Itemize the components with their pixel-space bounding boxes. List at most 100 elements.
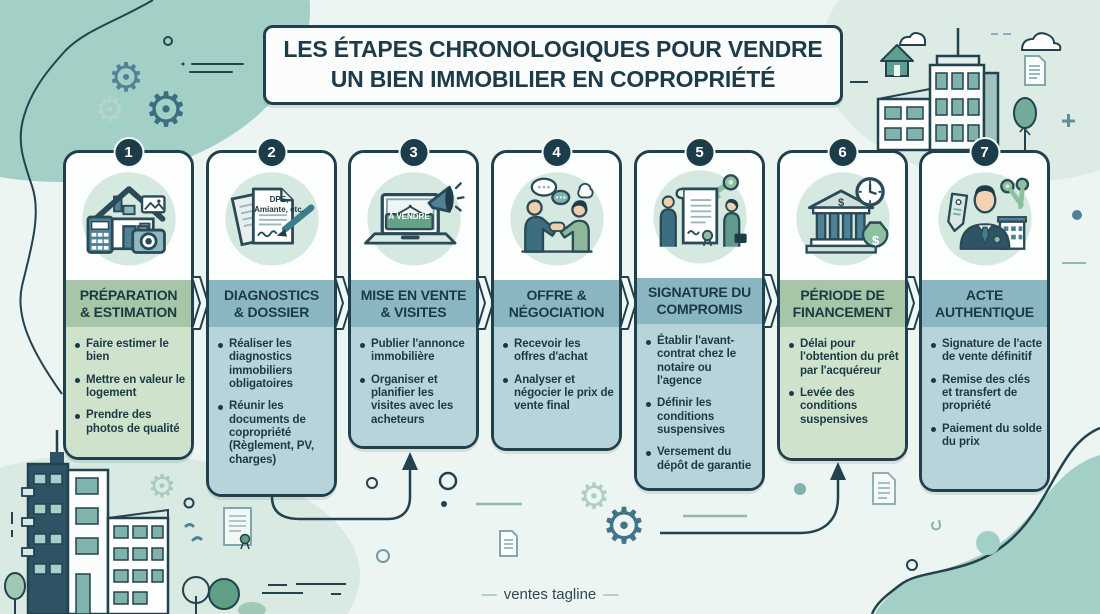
cloud-icon (898, 32, 927, 46)
step-bullets: Recevoir les offres d'achat Analyser et … (494, 327, 619, 448)
chevron-right-icon (191, 276, 209, 330)
small-ring (183, 497, 195, 509)
gears-icon: ⚙ ⚙ (578, 477, 647, 556)
step-number-badge: 1 (113, 137, 144, 168)
bullet-item: Signature de l'acte de vente définitif (931, 338, 1042, 365)
bullet-item: Paiement du solde du prix (931, 423, 1042, 450)
cloud-icon (1020, 32, 1062, 51)
step-icon-area (494, 153, 619, 280)
tagline: — ventes tagline — (0, 586, 1100, 603)
step-icon-area: À VENDRE (351, 153, 476, 280)
chevron-right-icon (905, 276, 923, 330)
gears-icon: ⚙ ⚙ ⚙ (95, 55, 188, 138)
bullet-item: Recevoir les offres d'achat (503, 338, 614, 365)
contract-key-signing-icon (652, 170, 747, 264)
step-number: 3 (409, 144, 418, 161)
step-title-line2: AUTHENTIQUE (935, 303, 1034, 320)
step-number-badge: 5 (684, 137, 715, 168)
notary-keys-building-icon (937, 171, 1032, 266)
step-number: 5 (695, 144, 704, 161)
step-header: MISE EN VENTE & VISITES (351, 276, 494, 330)
bullet-item: Mettre en valeur le logement (75, 374, 186, 401)
step-card-2: 2 DPE, Amiante, etc. DIAGNO (206, 137, 352, 497)
doc-label-line2: Amiante, etc. (254, 205, 304, 214)
step-icon-area (66, 153, 191, 280)
svg-text:⚙: ⚙ (602, 497, 647, 555)
dot (1072, 210, 1082, 220)
step-title-line2: & ESTIMATION (80, 303, 177, 320)
tagline-text: ventes tagline (503, 586, 597, 603)
step-number-badge: 2 (256, 137, 287, 168)
small-ring (438, 471, 458, 491)
title-line2: UN BIEN IMMOBILIER EN COPROPRIÉTÉ (330, 66, 776, 92)
documents-signature-icon (224, 171, 319, 266)
tagline-dash-left: — (481, 586, 497, 603)
step-icon-area: $ $ (780, 153, 905, 280)
step-number-badge: 7 (969, 137, 1000, 168)
bullet-item: Remise des clés et transfert de propriét… (931, 374, 1042, 414)
speed-lines (181, 62, 244, 73)
svg-text:$: $ (838, 196, 845, 208)
bullet-item: Organiser et planifier les visites avec … (360, 374, 471, 427)
chevron-right-icon (334, 276, 352, 330)
a-vendre-sign-label: À VENDRE (388, 212, 430, 221)
small-ring (366, 477, 378, 489)
step-icon-area (637, 153, 762, 278)
step-bullets: Signature de l'acte de vente définitif R… (922, 327, 1047, 489)
building-tall-icon (928, 28, 1000, 152)
step-card-4: 4 OFFRE & NÉGOCIATION Recevoir les offre… (491, 137, 637, 451)
step-bullets: Établir l'avant-contrat chez le notaire … (637, 324, 762, 488)
squiggle-ring (931, 519, 941, 531)
step-header: SIGNATURE DU COMPROMIS (637, 273, 780, 328)
step-icon-area: DPE, Amiante, etc. (209, 153, 334, 280)
step-title-line2: FINANCEMENT (792, 303, 893, 320)
handshake-negotiation-icon (509, 171, 604, 266)
step-bullets: Réaliser les diagnostics immobiliers obl… (209, 327, 334, 494)
dot (794, 483, 806, 495)
small-ring (376, 549, 390, 563)
svg-text:⚙: ⚙ (108, 55, 144, 101)
tagline-dash-right: — (603, 586, 619, 603)
step-number: 6 (838, 144, 847, 161)
svg-text:⚙: ⚙ (144, 82, 187, 138)
building-small-icon (876, 87, 932, 152)
step-card-5: 5 SIGNATURE DU (634, 137, 780, 491)
squiggles (184, 523, 203, 542)
small-ring (163, 36, 173, 46)
step-bullets: Faire estimer le bien Mettre en valeur l… (66, 327, 191, 457)
step-number-badge: 4 (541, 137, 572, 168)
step-icon-area (922, 153, 1047, 280)
step-bullets: Délai pour l'obtention du prêt par l'acq… (780, 327, 905, 458)
gear-icon: ⚙ (148, 467, 177, 505)
house-icon (880, 44, 914, 77)
title-box: LES ÉTAPES CHRONOLOGIQUES POUR VENDRE UN… (263, 25, 843, 105)
step-card-3: 3 À VENDRE MISE EN VENTE & VISITES Publi… (348, 137, 494, 449)
bullet-item: Faire estimer le bien (75, 338, 186, 365)
house-calculator-camera-icon (81, 171, 176, 266)
step-number: 4 (552, 144, 561, 161)
bullet-item: Établir l'avant-contrat chez le notaire … (646, 335, 757, 388)
step-header: PÉRIODE DE FINANCEMENT (780, 276, 923, 330)
step-number: 1 (124, 144, 133, 161)
step-header: PRÉPARATION & ESTIMATION (66, 276, 209, 330)
title-line1: LES ÉTAPES CHRONOLOGIQUES POUR VENDRE (283, 36, 823, 63)
step-title-line1: PÉRIODE DE (800, 286, 885, 303)
chevron-right-icon (476, 276, 494, 330)
bullet-item: Versement du dépôt de garantie (646, 446, 757, 473)
step-title-line2: & DOSSIER (233, 303, 310, 320)
bullet-item: Délai pour l'obtention du prêt par l'acq… (789, 338, 900, 378)
bullet-item: Définir les conditions suspensives (646, 397, 757, 437)
document-icon (872, 472, 896, 505)
certificate-icon (223, 507, 252, 550)
step-number: 7 (980, 144, 989, 161)
step-card-1: 1 PRÉPARATION & ESTI (63, 137, 209, 460)
doc-label-line1: DPE, (269, 195, 289, 204)
step-header: ACTE AUTHENTIQUE (922, 280, 1047, 327)
step-header: DIAGNOSTICS & DOSSIER (209, 276, 352, 330)
step-title-line1: MISE EN VENTE (360, 286, 467, 303)
step-title-line1: OFFRE & (526, 286, 587, 303)
plus-icon (1062, 114, 1075, 127)
step-number: 2 (267, 144, 276, 161)
chevron-right-icon (762, 273, 780, 328)
bullet-item: Réunir les documents de copropriété (Règ… (218, 400, 329, 467)
